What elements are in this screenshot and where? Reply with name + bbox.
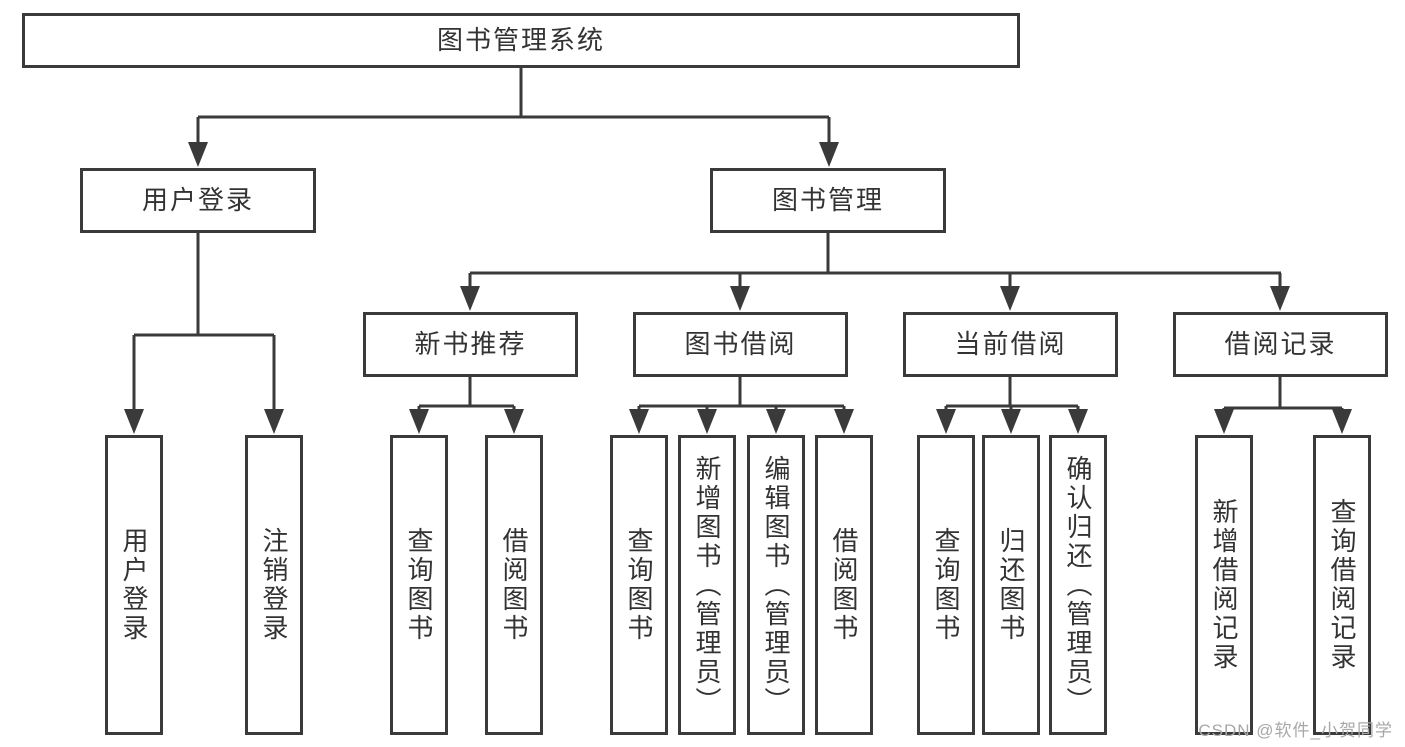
leaf-query-books-recommend: 查询图书 xyxy=(390,435,448,735)
csdn-watermark: CSDN @软件_小贺同学 xyxy=(1198,721,1393,740)
arrowhead xyxy=(819,142,839,167)
connector-bookmgmt-to-level3 xyxy=(468,233,1282,292)
arrowhead xyxy=(1068,409,1088,434)
node-book-management: 图书管理 xyxy=(710,168,946,233)
node-new-book-recommend: 新书推荐 xyxy=(363,312,578,377)
connector-newrec-to-leaves xyxy=(417,377,516,415)
leaf-logout: 注销登录 xyxy=(245,435,303,735)
leaf-query-books-current: 查询图书 xyxy=(917,435,975,735)
leaf-confirm-return-admin: 确认归还（管理员） xyxy=(1049,435,1107,735)
arrowhead xyxy=(188,142,208,167)
arrowhead xyxy=(1270,286,1290,311)
arrowhead xyxy=(936,409,956,434)
leaf-return-books: 归还图书 xyxy=(982,435,1040,735)
arrowhead xyxy=(834,409,854,434)
arrowhead xyxy=(1000,286,1020,311)
leaf-edit-books-admin: 编辑图书（管理员） xyxy=(747,435,805,735)
leaf-add-borrow-record: 新增借阅记录 xyxy=(1195,435,1253,735)
arrowhead xyxy=(1214,409,1234,434)
node-borrow-records: 借阅记录 xyxy=(1173,312,1388,377)
leaf-user-login: 用户登录 xyxy=(105,435,163,735)
arrowhead xyxy=(730,286,750,311)
arrowhead xyxy=(1001,409,1021,434)
arrowhead xyxy=(124,409,144,434)
connector-records-to-leaves xyxy=(1222,377,1344,415)
arrowhead xyxy=(629,409,649,434)
node-book-borrow: 图书借阅 xyxy=(633,312,848,377)
leaf-borrow-books-recommend: 借阅图书 xyxy=(485,435,543,735)
arrowhead xyxy=(264,409,284,434)
connector-userlogin-to-leaves xyxy=(132,233,276,415)
leaf-borrow-books: 借阅图书 xyxy=(815,435,873,735)
leaf-query-books-borrow: 查询图书 xyxy=(610,435,668,735)
arrowhead xyxy=(766,409,786,434)
node-current-borrow: 当前借阅 xyxy=(903,312,1118,377)
arrowhead xyxy=(697,409,717,434)
leaf-query-borrow-record: 查询借阅记录 xyxy=(1313,435,1371,735)
node-root-system: 图书管理系统 xyxy=(22,13,1020,68)
leaf-add-books-admin: 新增图书（管理员） xyxy=(678,435,736,735)
arrowhead xyxy=(409,409,429,434)
arrowhead xyxy=(460,286,480,311)
connector-borrow-to-leaves xyxy=(637,377,846,415)
arrowhead xyxy=(504,409,524,434)
node-user-login: 用户登录 xyxy=(80,168,316,233)
arrowhead xyxy=(1332,409,1352,434)
connector-root-to-level2 xyxy=(196,68,831,148)
